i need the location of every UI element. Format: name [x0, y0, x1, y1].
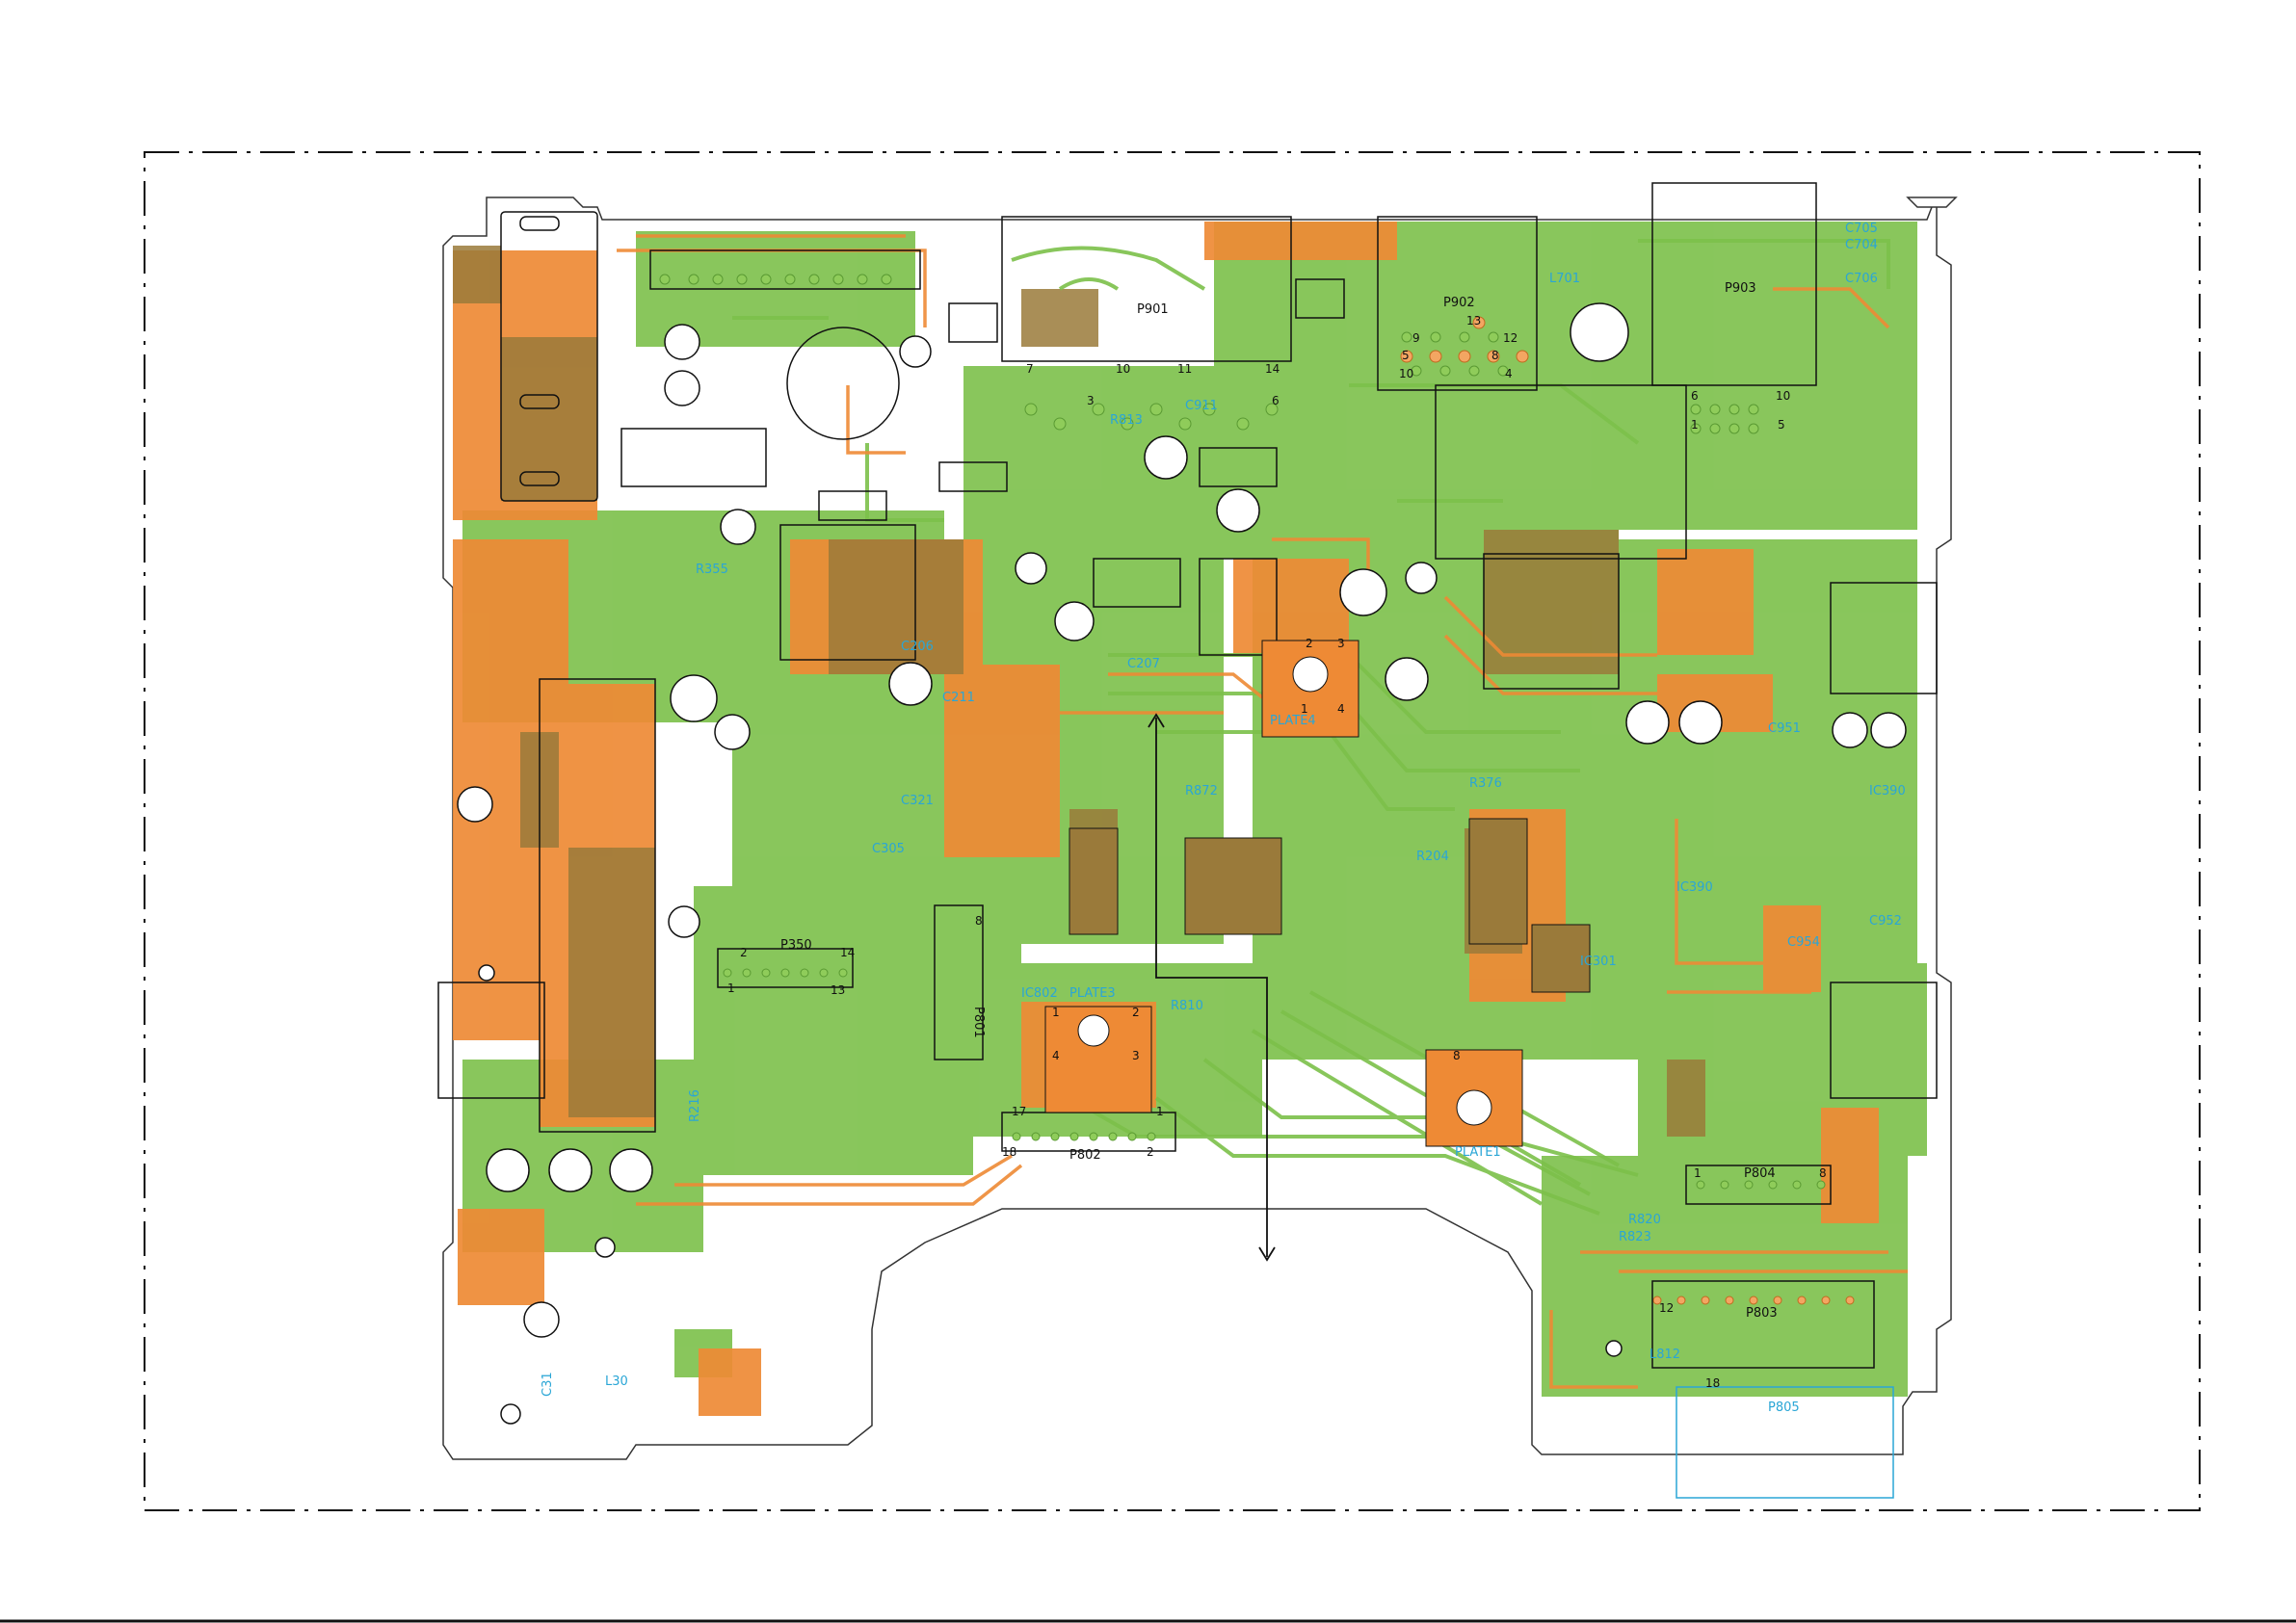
p802-pin-1: 1 [1156, 1105, 1164, 1118]
label-p350: P350 [780, 938, 812, 953]
p903-pin-6: 6 [1691, 389, 1699, 403]
p901-pin-14: 14 [1265, 362, 1280, 376]
ref-c951: C951 [1768, 721, 1801, 736]
label-p903: P903 [1725, 281, 1756, 296]
ref-c31: C31 [541, 1372, 555, 1397]
p350-pin-2: 2 [740, 946, 748, 959]
ref-c952: C952 [1869, 914, 1902, 929]
p903-pin-5: 5 [1778, 418, 1785, 432]
plate4-pin-3: 3 [1337, 637, 1345, 650]
p902-pin-4: 4 [1505, 367, 1513, 380]
label-p803: P803 [1746, 1306, 1778, 1321]
ref-r216: R216 [688, 1089, 702, 1122]
ref-l30: L30 [605, 1374, 628, 1389]
orange-vias [1400, 316, 1855, 1305]
ref-c305: C305 [872, 842, 905, 856]
p901-pin-10: 10 [1116, 362, 1130, 376]
p902-pin-5: 5 [1402, 349, 1410, 362]
ref-r810: R810 [1171, 999, 1203, 1013]
pin-number-labels: 7 10 11 14 3 6 9 13 12 5 8 10 4 6 10 1 5… [727, 314, 1827, 1390]
ref-ic390: IC390 [1869, 784, 1906, 798]
ref-c206: C206 [901, 640, 934, 654]
p350-pin-1: 1 [727, 982, 735, 995]
plate3-pin-2: 2 [1132, 1006, 1140, 1019]
plate3-pin-4: 4 [1052, 1049, 1060, 1062]
ref-r813: R813 [1110, 413, 1143, 428]
p901-pin-7: 7 [1026, 362, 1034, 376]
label-p804: P804 [1744, 1166, 1776, 1181]
p903-pin-1: 1 [1691, 418, 1699, 432]
ref-l701: L701 [1549, 272, 1580, 286]
ref-c954: C954 [1787, 935, 1820, 950]
p901-pin-6: 6 [1272, 394, 1280, 407]
label-p902: P902 [1443, 296, 1475, 310]
p804-pin-8: 8 [1819, 1166, 1827, 1180]
p802-pin-2: 2 [1147, 1145, 1154, 1159]
p903-pin-10: 10 [1776, 389, 1790, 403]
plate4-pin-2: 2 [1306, 637, 1313, 650]
ic-chips [1069, 818, 1591, 993]
plate3-pin-3: 3 [1132, 1049, 1140, 1062]
label-p805: P805 [1768, 1400, 1800, 1415]
capacitors [457, 302, 1907, 1425]
ref-c911: C911 [1185, 399, 1218, 413]
ref-r355: R355 [696, 563, 728, 577]
frame-border [144, 151, 2201, 1511]
p350-pin-13: 13 [831, 983, 845, 997]
ref-c706: C706 [1845, 272, 1878, 286]
ref-c321: C321 [901, 794, 934, 808]
label-p901: P901 [1137, 302, 1169, 317]
ref-c211: C211 [942, 691, 975, 705]
p350-pin-14: 14 [840, 946, 855, 959]
plate-labels: PLATE1 PLATE3 PLATE4 [1069, 714, 1501, 1160]
plate3-pin-1: 1 [1052, 1006, 1060, 1019]
ref-c705: C705 [1845, 222, 1878, 236]
ref-r376: R376 [1469, 776, 1502, 791]
ref-c704: C704 [1845, 238, 1878, 252]
ref-c207: C207 [1127, 657, 1160, 671]
p901-pin-3: 3 [1087, 394, 1095, 407]
label-plate1: PLATE1 [1455, 1145, 1501, 1160]
p804-pin-1: 1 [1694, 1166, 1702, 1180]
component-reference-labels: IC301 IC390 C206 C211 C321 C951 C954 R37… [541, 222, 1906, 1397]
p803-pin-12: 12 [1659, 1301, 1674, 1315]
p902-pin-8: 8 [1491, 349, 1499, 362]
ref-ic301: IC301 [1580, 955, 1617, 969]
ref-r204: R204 [1416, 850, 1449, 864]
p901-pin-11: 11 [1177, 362, 1192, 376]
ref-ic802: IC802 [1021, 986, 1058, 1001]
plate1-pin-8: 8 [1453, 1049, 1461, 1062]
p802-pin-18: 18 [1002, 1145, 1016, 1159]
plate4-pin-4: 4 [1337, 702, 1345, 716]
vias [659, 274, 1826, 1190]
p902-pin-12: 12 [1503, 331, 1517, 345]
connector-labels: P901 P902 P903 P350 P801 P802 P804 P803 … [780, 281, 1800, 1415]
ref-ic390b: IC390 [1676, 880, 1713, 895]
component-outlines [437, 182, 1938, 1499]
p801-pin-8: 8 [975, 914, 983, 928]
p902-pin-13: 13 [1466, 314, 1481, 327]
p805-pin-18: 18 [1705, 1376, 1720, 1390]
label-p802: P802 [1069, 1148, 1101, 1163]
ref-r820: R820 [1628, 1213, 1661, 1227]
p902-pin-10: 10 [1399, 367, 1413, 380]
p902-pin-9: 9 [1412, 331, 1420, 345]
ref-r872: R872 [1185, 784, 1218, 798]
probe-arrow [1148, 713, 1276, 1262]
board-outline [442, 196, 1958, 1460]
ref-r823: R823 [1619, 1230, 1651, 1244]
p802-pin-17: 17 [1012, 1105, 1026, 1118]
label-p801: P801 [971, 1007, 986, 1038]
label-plate3: PLATE3 [1069, 986, 1116, 1001]
label-plate4: PLATE4 [1270, 714, 1316, 728]
plates [1044, 640, 1523, 1147]
plate4-pin-1: 1 [1301, 702, 1308, 716]
ref-l812: L812 [1649, 1348, 1680, 1362]
